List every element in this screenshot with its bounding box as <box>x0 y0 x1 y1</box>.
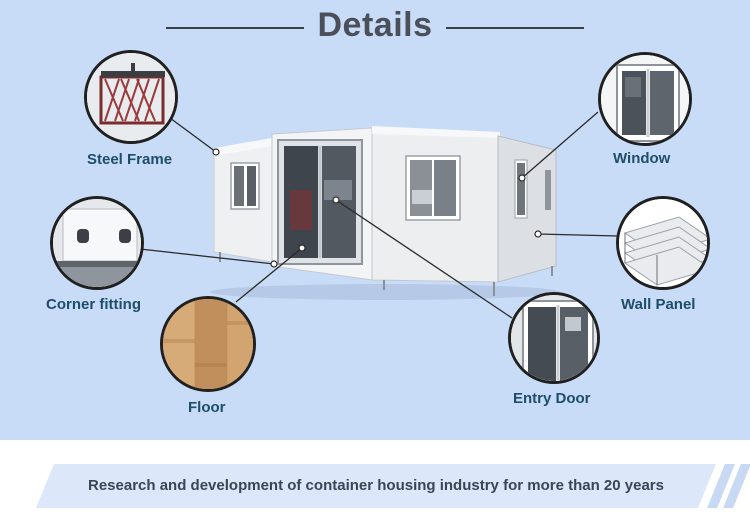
floor-label: Floor <box>188 399 226 416</box>
corner-fitting-label: Corner fitting <box>46 296 141 313</box>
house-illustration <box>139 111 619 319</box>
entry-door-label: Entry Door <box>513 390 591 407</box>
entry-door-photo <box>508 292 600 384</box>
window-label: Window <box>613 150 671 167</box>
details-section: Details <box>0 0 750 440</box>
floor-photo <box>160 296 256 392</box>
footer-banner: Research and development of container ho… <box>36 464 716 508</box>
corner-fitting-photo <box>50 196 144 290</box>
steel-frame-label: Steel Frame <box>87 151 173 168</box>
steel-frame-photo <box>84 50 178 144</box>
wall-panel-label: Wall Panel <box>621 296 696 313</box>
footer-banner-area: Research and development of container ho… <box>0 440 750 514</box>
page-title: Details <box>317 6 433 44</box>
wall-panel-photo <box>616 196 710 290</box>
window-photo <box>598 52 692 146</box>
title-line-left <box>166 27 304 29</box>
banner-text: Research and development of container ho… <box>88 477 664 494</box>
title-line-right <box>446 27 584 29</box>
